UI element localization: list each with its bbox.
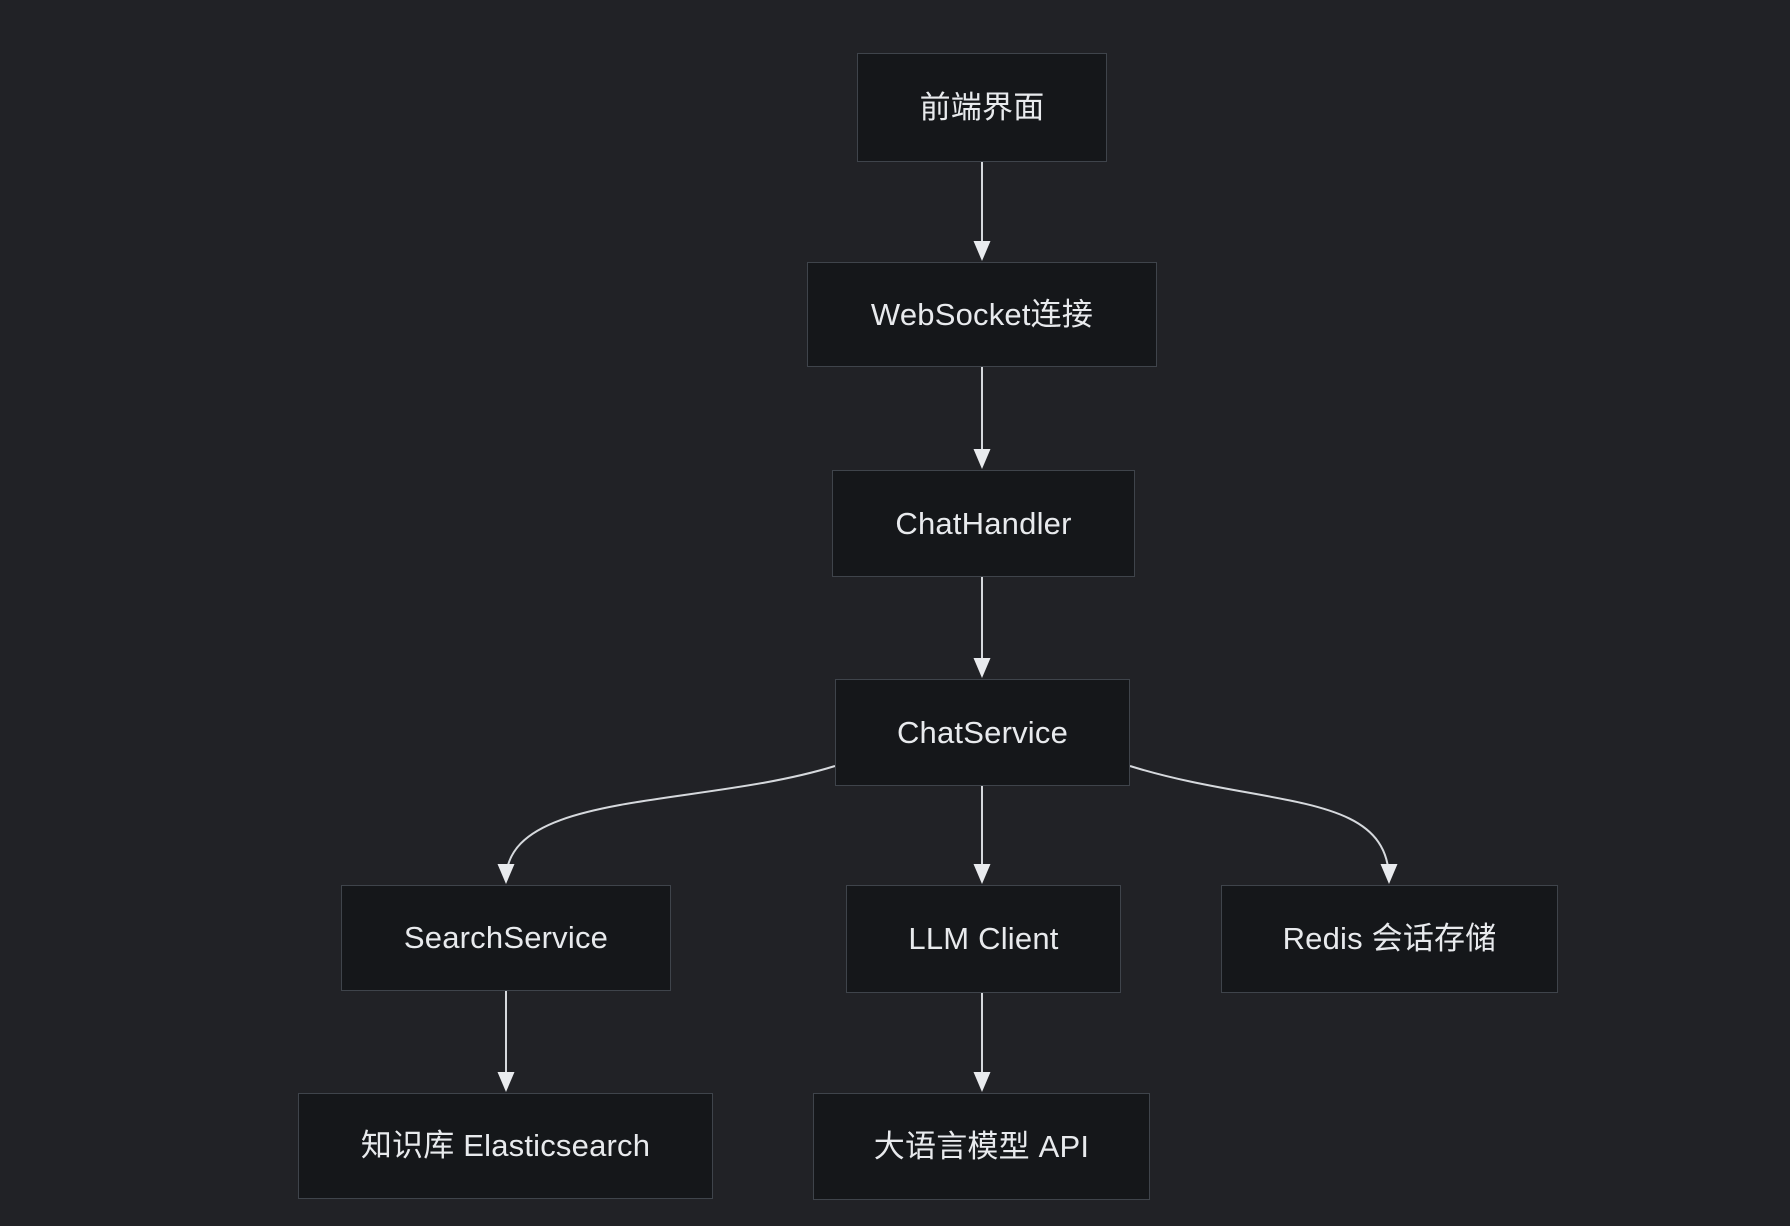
edge-chatservice-to-redis <box>1129 765 1398 884</box>
node-chathandler-label: ChatHandler <box>895 505 1072 541</box>
node-llm-client: LLM Client <box>846 885 1121 993</box>
edge-chatservice-to-searchservice <box>497 765 836 884</box>
node-llm-api: 大语言模型 API <box>813 1093 1150 1200</box>
node-knowledgebase-elasticsearch-label: 知识库 Elasticsearch <box>360 1128 651 1164</box>
node-knowledgebase-elasticsearch: 知识库 Elasticsearch <box>298 1093 713 1199</box>
node-chatservice: ChatService <box>835 679 1130 786</box>
node-websocket-connection: WebSocket连接 <box>807 262 1157 367</box>
node-searchservice-label: SearchService <box>403 920 609 956</box>
node-frontend-ui-label: 前端界面 <box>919 89 1045 125</box>
node-searchservice: SearchService <box>341 885 671 991</box>
node-websocket-connection-label: WebSocket连接 <box>870 296 1094 332</box>
node-chathandler: ChatHandler <box>832 470 1135 577</box>
node-redis-session-store-label: Redis 会话存储 <box>1282 921 1497 957</box>
node-llm-client-label: LLM Client <box>908 921 1059 957</box>
node-chatservice-label: ChatService <box>896 714 1069 750</box>
node-redis-session-store: Redis 会话存储 <box>1221 885 1558 993</box>
node-llm-api-label: 大语言模型 API <box>873 1128 1090 1164</box>
node-frontend-ui: 前端界面 <box>857 53 1107 162</box>
